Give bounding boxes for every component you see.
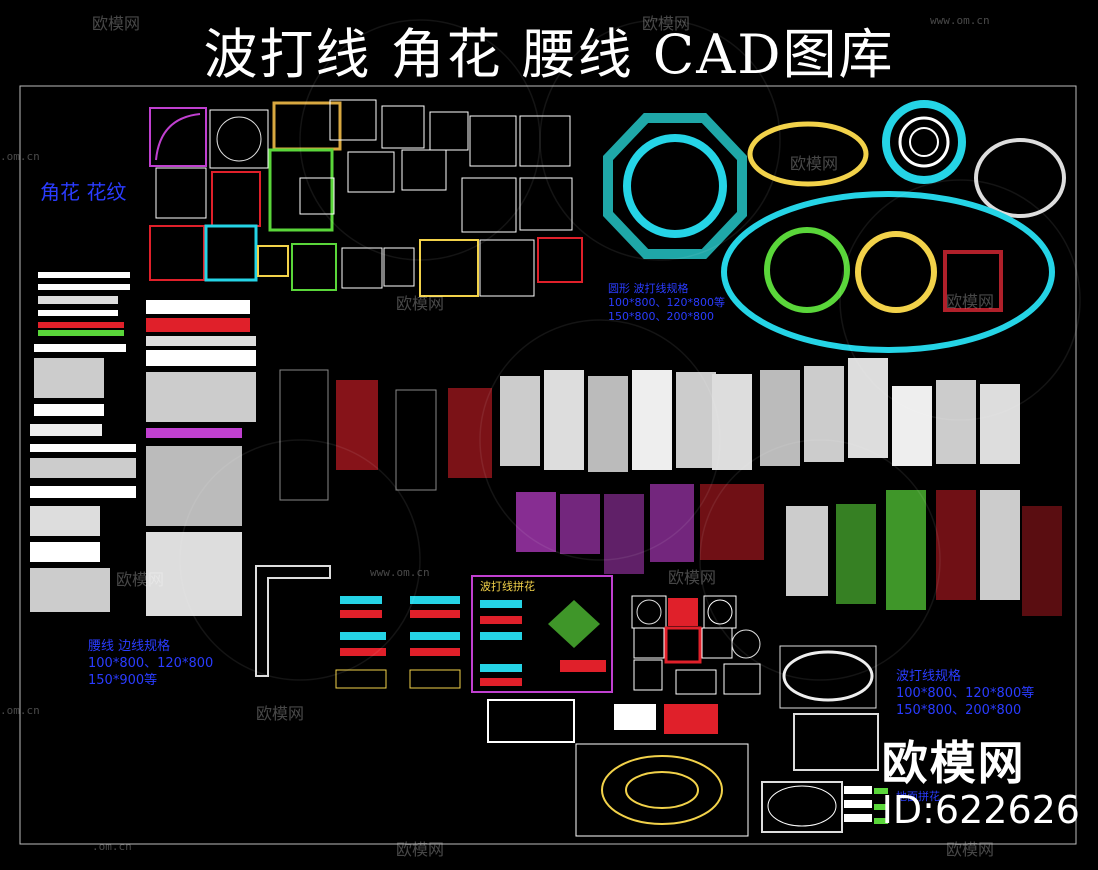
waist-spec-line-1: 100*800、120*800	[88, 656, 214, 671]
page-title: 波打线 角花 腰线 CAD图库	[203, 23, 895, 86]
corner-flower-label: 角花 花纹	[40, 180, 127, 204]
strip-clusters	[279, 358, 1062, 616]
wave-spec-block: 波打线规格 100*800、120*800等 150*800、200*800	[896, 668, 1034, 719]
wave-spec-line-1: 100*800、120*800等	[896, 686, 1035, 701]
watermark-brand: 欧模网	[396, 840, 445, 859]
watermark-brand: 欧模网	[790, 154, 839, 173]
waist-spec-block: 腰线 边线规格 100*800、120*800 150*900等	[88, 638, 213, 689]
watermark-brand: 欧模网	[92, 14, 141, 33]
watermark-url: .om.cn	[92, 840, 132, 853]
round-spec-line-1: 100*800、120*800等	[608, 296, 725, 309]
cyan-strip-samples	[335, 596, 461, 689]
waist-line-strips	[30, 272, 256, 616]
watermark-brand: 欧模网	[116, 570, 165, 589]
corner-flower-tiles	[149, 99, 583, 297]
watermark-url: www.om.cn	[370, 566, 430, 579]
medallion-tiles	[631, 595, 761, 695]
watermark-url: .om.cn	[0, 150, 40, 163]
wave-inlay-label: 波打线拼花	[480, 580, 535, 593]
corner-border-piece	[255, 565, 331, 677]
watermark-url: www.om.cn	[930, 14, 990, 27]
brand-logo: 欧模网 ID:622626	[882, 738, 1080, 832]
watermark-url: .om.cn	[0, 704, 40, 717]
floor-parquet-panels	[487, 645, 888, 837]
watermark-brand: 欧模网	[946, 292, 995, 311]
logo-id: ID:622626	[881, 788, 1080, 832]
round-spec-line-2: 150*800、200*800	[608, 310, 714, 323]
wave-inlay-box	[471, 575, 613, 693]
round-wave-lines	[603, 100, 1066, 353]
watermark-brand: 欧模网	[396, 294, 445, 313]
waist-spec-title: 腰线 边线规格	[88, 639, 171, 654]
logo-name: 欧模网	[881, 736, 1026, 790]
watermark-brand: 欧模网	[642, 14, 691, 33]
round-spec-block: 圆形 波打线规格 100*800、120*800等 150*800、200*80…	[608, 282, 725, 324]
floor-inlay-label: 地面拼花	[896, 790, 940, 803]
round-spec-title: 圆形 波打线规格	[608, 282, 689, 295]
watermark-brand: 欧模网	[668, 568, 717, 587]
watermark-brand: 欧模网	[946, 840, 995, 859]
drawing-frame	[19, 85, 1077, 845]
watermark-arcs	[179, 19, 1081, 681]
wave-spec-line-2: 150*800、200*800	[896, 703, 1022, 718]
watermark-brand: 欧模网	[256, 704, 305, 723]
wave-spec-title: 波打线规格	[896, 669, 962, 684]
waist-spec-line-2: 150*900等	[88, 673, 158, 688]
